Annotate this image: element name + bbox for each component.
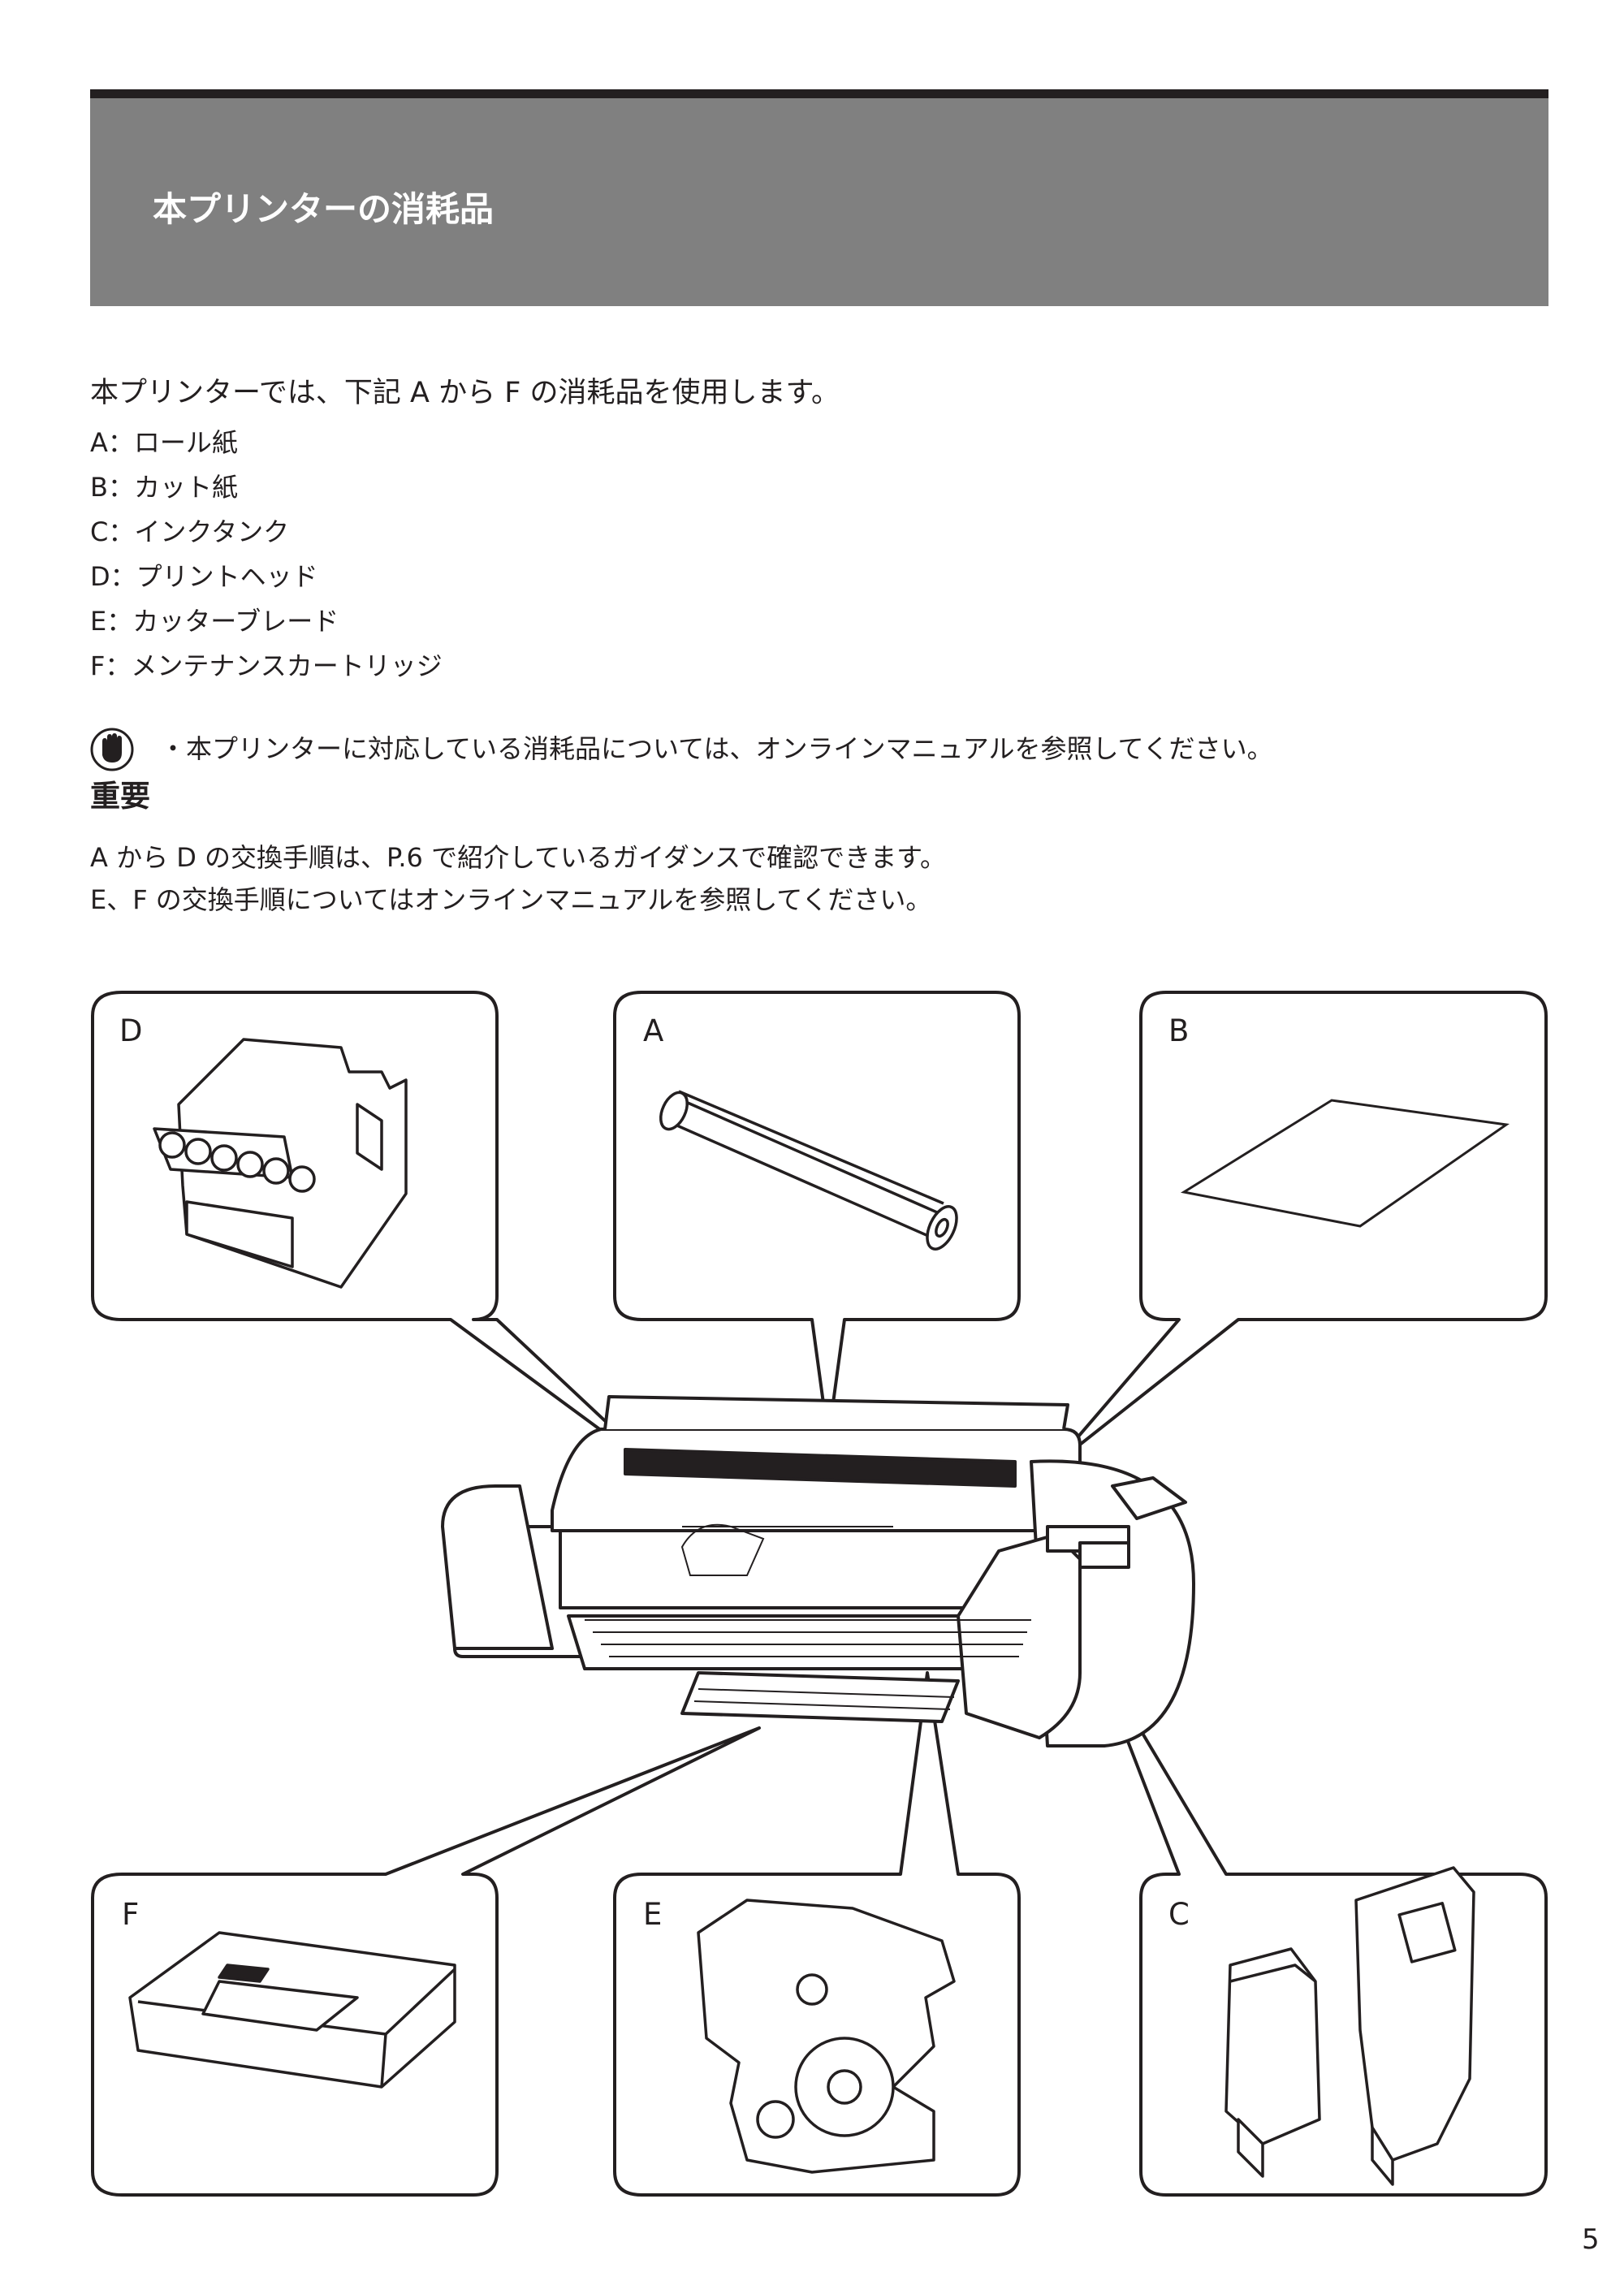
callout-label-e: E (643, 1897, 663, 1932)
callout-label-d: D (119, 1013, 143, 1048)
section-header: 本プリンターの消耗品 (90, 89, 1548, 306)
callout-c-box (1091, 1647, 1548, 2197)
list-item: E：カッターブレード (90, 606, 339, 637)
callout-label-a: A (643, 1013, 664, 1048)
list-item: B：カット紙 (90, 472, 238, 503)
cutter-blade-illustration (697, 1899, 956, 2174)
callout-e-box (613, 1671, 1021, 2197)
important-label: 重要 (90, 779, 150, 814)
page-number: 5 (1582, 2223, 1600, 2256)
procedure-line: A から D の交換手順は、P.6 で紹介しているガイダンスで確認できます。 (90, 842, 946, 873)
callout-d-box (91, 991, 667, 1480)
callout-a-box (613, 991, 1021, 1441)
cut-sheet-illustration (1180, 1099, 1510, 1228)
callout-b-box (1052, 991, 1548, 1467)
hand-stop-icon (90, 728, 134, 771)
callout-label-f: F (122, 1897, 140, 1932)
list-item: C：インクタンク (90, 516, 290, 547)
callout-f-box (91, 1726, 761, 2197)
procedure-line: E、F の交換手順についてはオンラインマニュアルを参照してください。 (90, 884, 932, 915)
ink-tank-illustration (1224, 1866, 1475, 2186)
list-item: D：プリントヘッド (90, 561, 318, 592)
print-head-illustration (153, 1038, 408, 1289)
section-title: 本プリンターの消耗品 (153, 189, 495, 229)
callout-label-b: B (1168, 1013, 1190, 1048)
list-item: F：メンテナンスカートリッジ (90, 650, 443, 681)
intro-text: 本プリンターでは、下記 A から F の消耗品を使用します。 (90, 377, 840, 409)
list-item: A：ロール紙 (90, 427, 238, 458)
roll-paper-illustration (659, 1090, 958, 1251)
consumables-list: A：ロール紙 B：カット紙 C：インクタンク D：プリントヘッド E：カッターブ… (90, 421, 443, 689)
printer-illustration (441, 1395, 1195, 1748)
important-note: ・本プリンターに対応している消耗品については、オンラインマニュアルを参照してくだ… (160, 733, 1273, 764)
maintenance-cartridge-illustration (128, 1931, 456, 2089)
callout-label-c: C (1168, 1897, 1190, 1932)
printer-lines (585, 1523, 1031, 1710)
procedure-text: A から D の交換手順は、P.6 で紹介しているガイダンスで確認できます。 E… (90, 836, 946, 921)
